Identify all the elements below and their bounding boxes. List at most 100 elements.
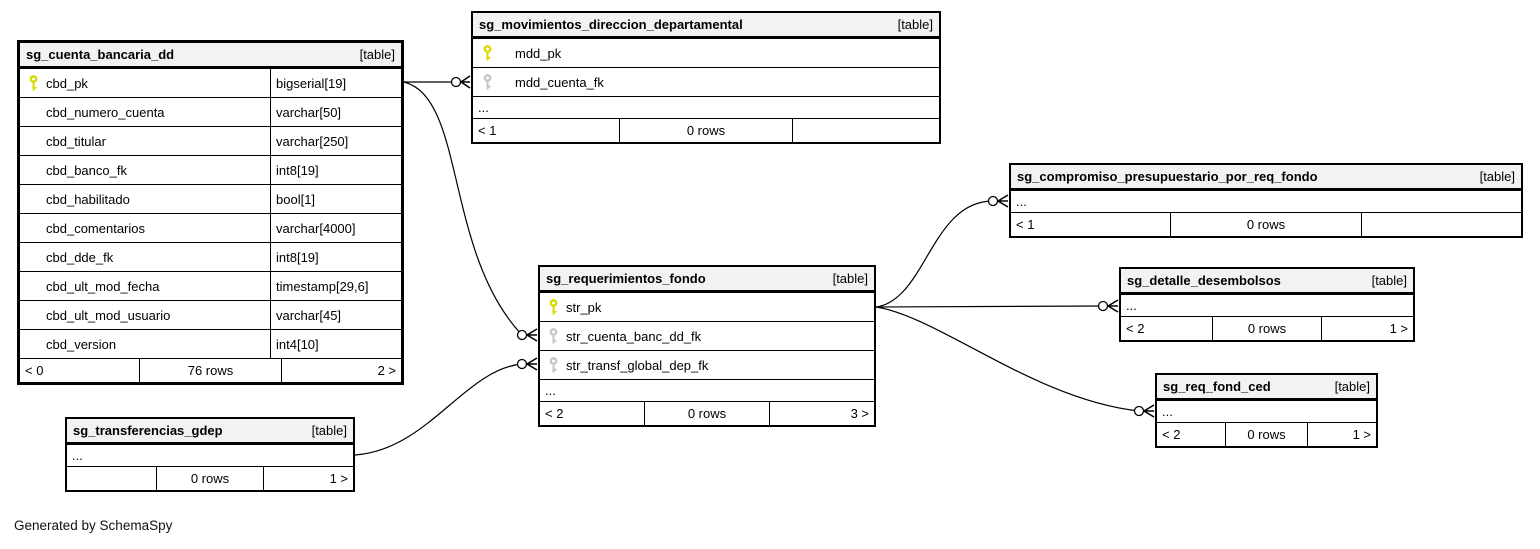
footer-row-count: 0 rows — [1225, 423, 1308, 446]
column-row: mdd_pk — [473, 38, 939, 67]
key-cell — [473, 44, 515, 62]
footer-next-count[interactable]: 2 > — [377, 363, 396, 378]
column-row: str_pk — [540, 292, 874, 321]
column-name: cbd_ult_mod_usuario — [46, 307, 171, 323]
column-name-cell: cbd_pk — [20, 69, 270, 97]
footer-row-count: 0 rows — [1212, 317, 1322, 340]
generator-credit: Generated by SchemaSpy — [14, 518, 173, 533]
footer-next-count[interactable]: 1 > — [1352, 427, 1371, 442]
key-cell — [20, 74, 46, 92]
column-name-cell: cbd_ult_mod_fecha — [20, 272, 270, 300]
column-type: varchar[4000] — [270, 214, 401, 242]
footer-next-count[interactable]: 1 > — [1389, 321, 1408, 336]
footer-next-count[interactable]: 3 > — [850, 406, 869, 421]
column-name-cell: cbd_version — [20, 330, 270, 358]
column-name: cbd_pk — [46, 75, 88, 91]
footer-row-count: 0 rows — [156, 467, 264, 490]
table-header: sg_transferencias_gdep[table] — [67, 419, 353, 444]
column-name-cell: cbd_ult_mod_usuario — [20, 301, 270, 329]
column-name: cbd_ult_mod_fecha — [46, 278, 160, 294]
table-title[interactable]: sg_requerimientos_fondo — [546, 271, 706, 286]
table-sg_requerimientos_fondo[interactable]: sg_requerimientos_fondo [table] str_pk str_… — [538, 265, 876, 427]
table-title[interactable]: sg_req_fond_ced — [1163, 379, 1271, 394]
table-type-tag: [table] — [1334, 379, 1370, 394]
crow-foot-icon — [997, 194, 1009, 208]
primary-key-icon — [549, 298, 557, 314]
footer-prev-count[interactable]: < 2 — [1162, 427, 1181, 442]
column-type: timestamp[29,6] — [270, 272, 401, 300]
column-row: cbd_comentarios varchar[4000] — [20, 213, 401, 242]
column-row: mdd_cuenta_fk — [473, 67, 939, 96]
column-name-cell: cbd_banco_fk — [20, 156, 270, 184]
zero-cardinality-icon — [516, 358, 528, 370]
column-name-cell: cbd_comentarios — [20, 214, 270, 242]
footer-prev-count[interactable]: < 1 — [1016, 217, 1035, 232]
column-name: cbd_numero_cuenta — [46, 104, 165, 120]
relationship-connector — [875, 305, 1104, 308]
table-header: sg_movimientos_direccion_departamental [t… — [473, 13, 939, 38]
table-header: sg_compromiso_presupuestario_por_req_fon… — [1011, 165, 1521, 190]
column-row: str_transf_global_dep_fk — [540, 350, 874, 379]
foreign-key-icon — [549, 356, 557, 372]
zero-cardinality-icon — [450, 76, 462, 88]
column-type: int4[10] — [270, 330, 401, 358]
zero-cardinality-icon — [1097, 300, 1109, 312]
table-footer: < 2 0 rows 1 > — [1157, 422, 1376, 446]
footer-row-count: 0 rows — [644, 402, 770, 425]
table-header: sg_req_fond_ced [table] — [1157, 375, 1376, 400]
table-sg_movimientos_direccion_departamental[interactable]: sg_movimientos_direccion_departamental [t… — [471, 11, 941, 144]
column-name-cell: str_pk — [540, 293, 874, 321]
table-title[interactable]: sg_compromiso_presupuestario_por_req_fon… — [1017, 169, 1318, 184]
column-name-cell: str_cuenta_banc_dd_fk — [540, 322, 874, 350]
column-name: str_pk — [566, 299, 602, 315]
crow-foot-icon — [526, 357, 538, 371]
column-name: cbd_comentarios — [46, 220, 145, 236]
column-name: str_transf_global_dep_fk — [566, 357, 709, 373]
column-type: bool[1] — [270, 185, 401, 213]
foreign-key-icon — [483, 73, 492, 89]
footer-prev-count[interactable]: < 1 — [478, 123, 497, 138]
footer-next-count[interactable]: 1 > — [329, 471, 348, 486]
table-type-tag: [table] — [359, 47, 395, 62]
column-name: cbd_banco_fk — [46, 162, 127, 178]
column-name: cbd_titular — [46, 133, 106, 149]
column-name-cell: cbd_numero_cuenta — [20, 98, 270, 126]
table-type-tag: [table] — [832, 271, 868, 286]
footer-next-count[interactable] — [793, 119, 939, 142]
table-footer: < 0 76 rows 2 > — [20, 358, 401, 382]
key-cell — [540, 298, 566, 316]
crow-foot-icon — [460, 75, 471, 89]
table-header: sg_requerimientos_fondo [table] — [540, 267, 874, 292]
footer-next-count[interactable] — [1362, 213, 1521, 236]
table-title[interactable]: sg_movimientos_direccion_departamental — [479, 17, 743, 32]
footer-prev-count[interactable] — [67, 467, 156, 490]
table-footer: < 2 0 rows 1 > — [1121, 316, 1413, 340]
table-title[interactable]: sg_transferencias_gdep — [73, 423, 223, 438]
table-footer: 0 rows 1 > — [67, 466, 353, 490]
column-type: varchar[45] — [270, 301, 401, 329]
table-sg_compromiso_presupuestario_por_req_fondo[interactable]: sg_compromiso_presupuestario_por_req_fon… — [1009, 163, 1523, 238]
zero-cardinality-icon — [987, 195, 999, 207]
column-name-cell: str_transf_global_dep_fk — [540, 351, 874, 379]
column-row: cbd_ult_mod_usuario varchar[45] — [20, 300, 401, 329]
table-title[interactable]: sg_detalle_desembolsos — [1127, 273, 1281, 288]
table-title[interactable]: sg_cuenta_bancaria_dd — [26, 47, 175, 62]
footer-prev-count[interactable]: < 2 — [1126, 321, 1145, 336]
column-row: cbd_ult_mod_fecha timestamp[29,6] — [20, 271, 401, 300]
foreign-key-icon — [549, 327, 557, 343]
zero-cardinality-icon — [516, 329, 528, 341]
table-type-tag: [table] — [897, 17, 933, 32]
footer-row-count: 0 rows — [618, 119, 794, 142]
footer-prev-count[interactable]: < 2 — [545, 406, 564, 421]
footer-prev-count[interactable]: < 0 — [25, 363, 44, 378]
footer-row-count: 76 rows — [139, 359, 282, 382]
